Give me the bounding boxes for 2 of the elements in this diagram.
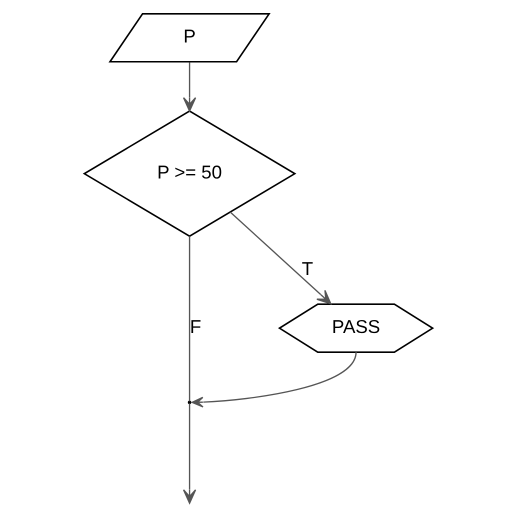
edge-label: T (302, 258, 314, 280)
edge-label: F (190, 316, 202, 338)
